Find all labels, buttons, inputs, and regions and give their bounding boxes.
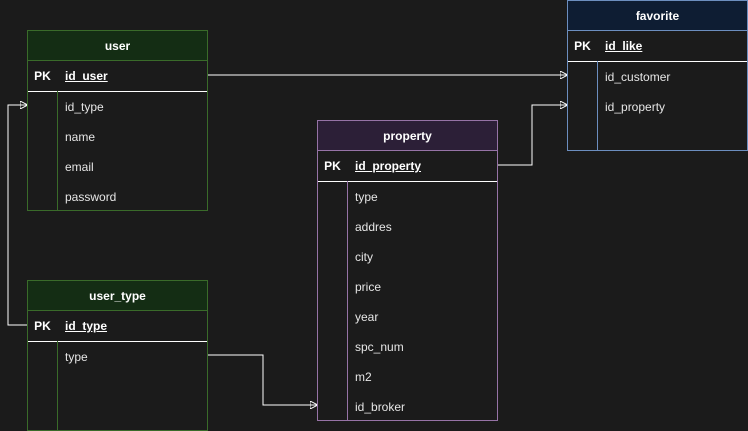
field-row[interactable]: city	[318, 242, 497, 272]
primary-key-row[interactable]: PK id_property	[318, 151, 497, 182]
pk-field-name: id_property	[355, 159, 422, 173]
field-row[interactable]: id_customer	[568, 62, 747, 92]
primary-key-row[interactable]: PK id_type	[28, 311, 207, 342]
field-name: price	[355, 280, 382, 294]
field-name: type	[65, 350, 88, 364]
pk-field-name: id_user	[65, 69, 108, 83]
field-row[interactable]: year	[318, 302, 497, 332]
primary-key-row[interactable]: PK id_user	[28, 61, 207, 92]
field-row[interactable]: email	[28, 152, 207, 182]
entity-title: property	[318, 121, 497, 151]
primary-key-row[interactable]: PK id_like	[568, 31, 747, 62]
field-row[interactable]: type	[318, 182, 497, 212]
column-divider	[57, 91, 58, 210]
field-row[interactable]: price	[318, 272, 497, 302]
field-name: id_property	[605, 100, 666, 114]
pk-label: PK	[324, 159, 341, 173]
entity-title: user_type	[28, 281, 207, 311]
field-name: email	[65, 160, 94, 174]
connector-usertype-to-property	[208, 354, 317, 405]
pk-field-name: id_like	[605, 39, 643, 53]
field-name: id_type	[65, 100, 104, 114]
connector-property-to-favorite	[498, 105, 567, 166]
connector-usertype-to-user	[7, 105, 27, 326]
field-name: year	[355, 310, 379, 324]
pk-label: PK	[34, 69, 51, 83]
field-name: m2	[355, 370, 372, 384]
column-divider	[57, 341, 58, 430]
entity-title: favorite	[568, 1, 747, 31]
entity-user-type[interactable]: user_type PK id_type type	[27, 280, 208, 431]
pk-field-name: id_type	[65, 319, 108, 333]
column-divider	[347, 181, 348, 420]
field-row[interactable]: name	[28, 122, 207, 152]
field-name: type	[355, 190, 378, 204]
entity-user[interactable]: user PK id_user id_type name email passw…	[27, 30, 208, 211]
field-name: city	[355, 250, 373, 264]
entity-favorite[interactable]: favorite PK id_like id_customer id_prope…	[567, 0, 748, 151]
field-row[interactable]: addres	[318, 212, 497, 242]
pk-label: PK	[574, 39, 591, 53]
field-name: password	[65, 190, 117, 204]
field-row[interactable]: id_broker	[318, 392, 497, 422]
pk-label: PK	[34, 319, 51, 333]
field-row[interactable]: id_property	[568, 92, 747, 122]
field-row[interactable]: type	[28, 342, 207, 372]
field-name: spc_num	[355, 340, 404, 354]
field-row[interactable]: m2	[318, 362, 497, 392]
field-name: addres	[355, 220, 392, 234]
field-row[interactable]: password	[28, 182, 207, 212]
entity-property[interactable]: property PK id_property type addres city…	[317, 120, 498, 421]
column-divider	[597, 61, 598, 150]
field-name: id_broker	[355, 400, 406, 414]
field-row[interactable]: id_type	[28, 92, 207, 122]
entity-title: user	[28, 31, 207, 61]
field-row[interactable]: spc_num	[318, 332, 497, 362]
field-name: name	[65, 130, 96, 144]
field-name: id_customer	[605, 70, 671, 84]
